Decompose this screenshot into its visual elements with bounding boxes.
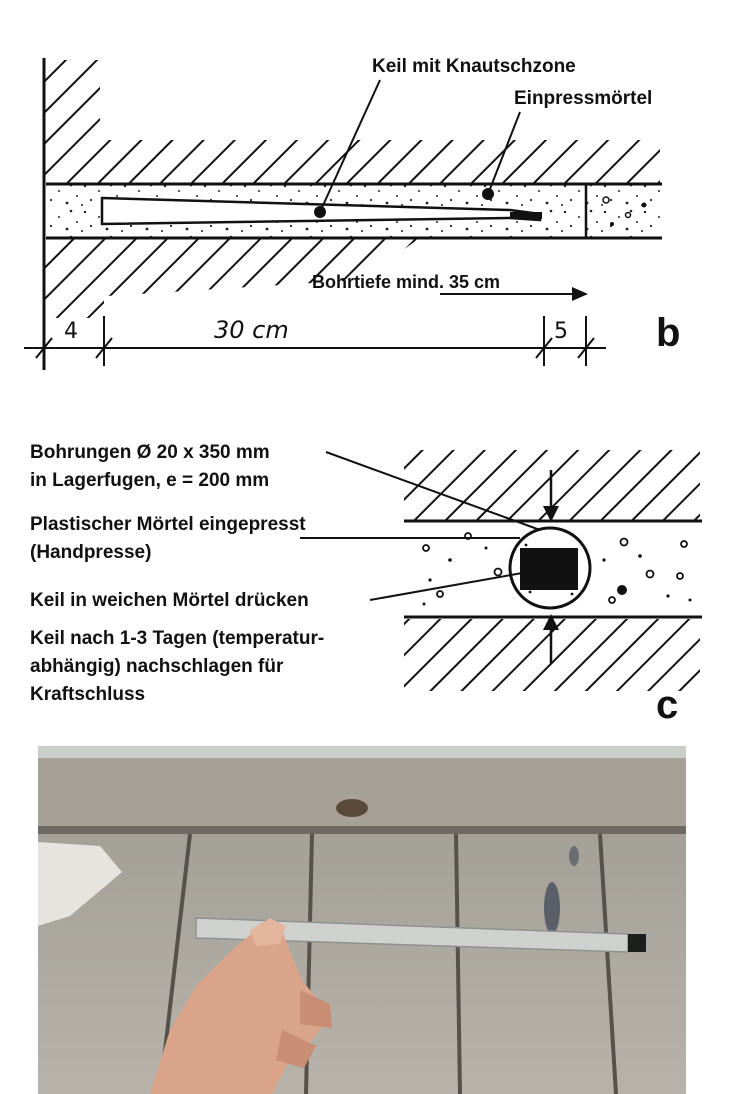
label-plastic-line2: (Handpresse) [30,542,151,563]
leader-wedge [319,79,381,213]
label-drill-depth: Bohrtiefe mind. 35 cm [312,272,500,292]
masonry-lower-hatch [44,238,420,300]
figure-c-section: Bohrungen Ø 20 x 350 mm in Lagerfugen, e… [30,442,702,727]
label-bore-line1: Bohrungen Ø 20 x 350 mm [30,442,270,463]
label-plastic-line1: Plastischer Mörtel eingepresst [30,514,306,535]
figure-b-section: Keil mit Knautschzone Einpressmörtel Boh… [24,56,680,370]
photo-paper-scrap [38,842,122,926]
label-bore-line2: in Lagerfugen, e = 200 mm [30,470,269,491]
wedge-cross-section [520,548,578,590]
leader-press [369,571,529,601]
label-press: Keil in weichen Mörtel drücken [30,590,309,611]
photo-beam [38,758,686,834]
label-tighten-line2: abhängig) nachschlagen für [30,656,284,677]
label-tighten-line3: Kraftschluss [30,684,145,705]
panel-letter-c: c [656,683,678,727]
label-wedge: Keil mit Knautschzone [372,56,576,77]
masonry-upper-hatch [44,140,660,184]
label-tighten-line1: Keil nach 1-3 Tagen (temperatur- [30,628,324,649]
photo-wedge-in-hand [38,746,686,1094]
leader-bore [325,451,541,531]
dimension-line [24,316,606,366]
panel-letter-b: b [656,311,680,355]
label-mortar: Einpressmörtel [514,88,652,109]
dim-middle: 30 cm [214,316,289,344]
dim-right: 5 [554,319,568,344]
leader-mortar [487,111,521,195]
dim-left: 4 [64,319,78,344]
